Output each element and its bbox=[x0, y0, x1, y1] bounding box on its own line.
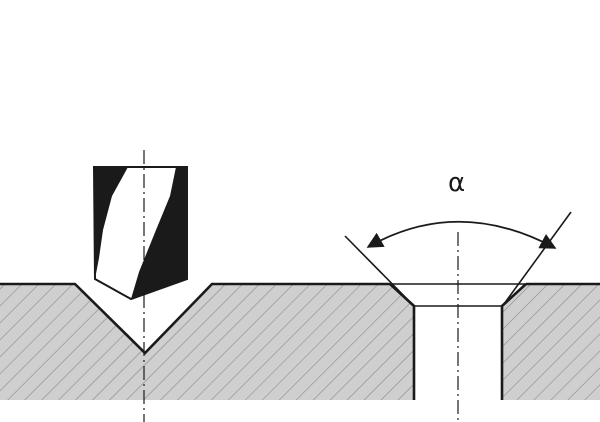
angle-dimension-arc bbox=[366, 220, 557, 249]
drill-flute-right bbox=[131, 167, 187, 299]
left-surface-outline bbox=[0, 282, 390, 355]
drill-flute-left bbox=[94, 167, 128, 279]
drill-bit bbox=[92, 166, 188, 301]
angle-extension-left bbox=[344, 235, 413, 305]
angle-label: α bbox=[448, 168, 465, 198]
angle-extension-right bbox=[503, 211, 572, 305]
workpiece-section bbox=[0, 284, 600, 400]
